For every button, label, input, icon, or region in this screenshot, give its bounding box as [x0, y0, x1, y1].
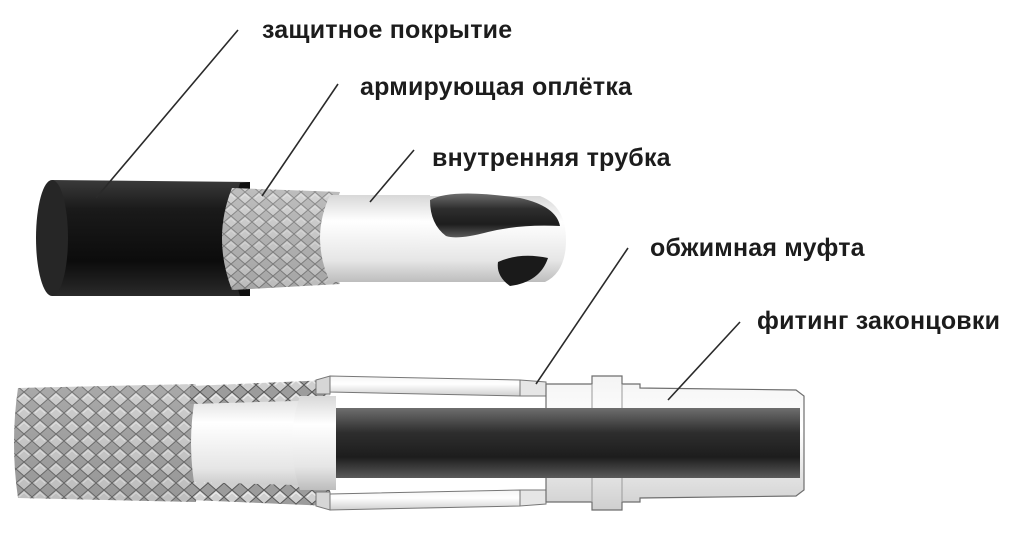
leader-line-braid — [262, 84, 338, 196]
label-crimp-sleeve: обжимная муфта — [650, 236, 865, 261]
inner-tube-layer — [320, 193, 566, 286]
braided-hose-body — [14, 384, 196, 502]
label-reinforcing-braid: армирующая оплётка — [360, 75, 632, 100]
fitting-bore — [292, 396, 800, 490]
label-protective-coating: защитное покрытие — [262, 18, 512, 43]
label-inner-tube: внутренняя трубка — [432, 146, 671, 171]
cutaway-hose — [36, 180, 566, 296]
leader-line-inner — [370, 150, 414, 202]
leader-line-coating — [96, 30, 238, 198]
protective-coating-layer — [36, 180, 250, 296]
label-end-fitting: фитинг законцовки — [757, 309, 1000, 334]
hose-assembly — [14, 376, 804, 510]
